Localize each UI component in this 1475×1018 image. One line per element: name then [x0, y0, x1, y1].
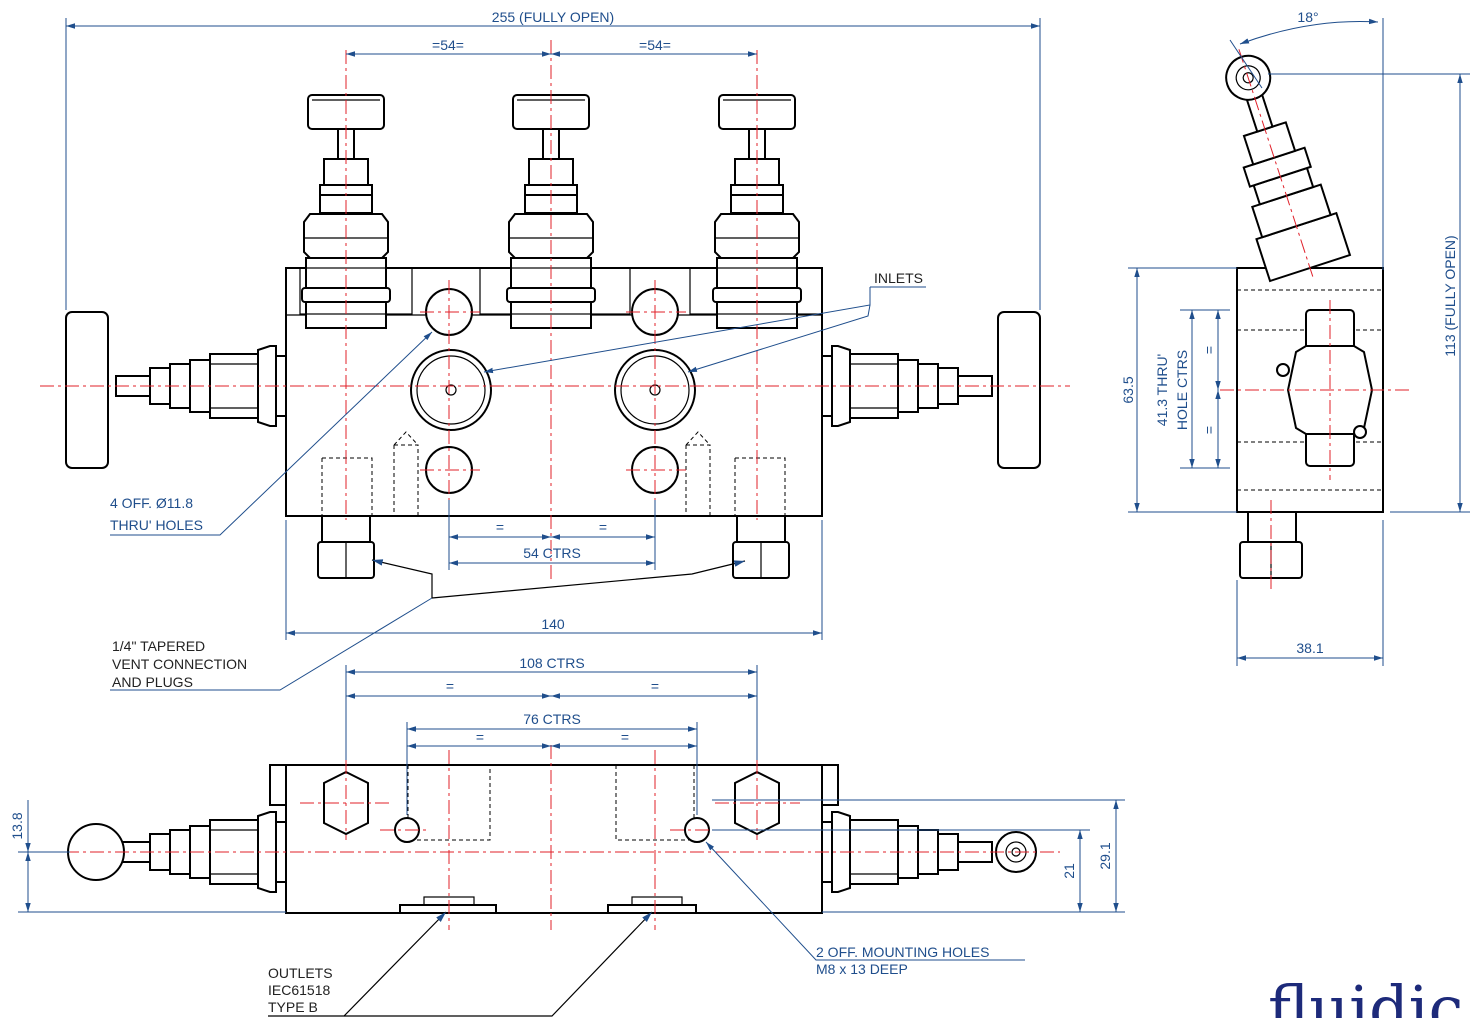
bottom-view: [40, 745, 1060, 930]
front-dimensions: 255 (FULLY OPEN) =54= =54= = = 54 CTRS 1…: [65, 9, 1041, 640]
dim-76-left: =: [476, 729, 484, 745]
dim-side-eq-top: =: [1201, 346, 1217, 354]
dim-38-1: 38.1: [1296, 640, 1323, 656]
note-vent-line2: VENT CONNECTION: [112, 656, 247, 672]
note-vent-line3: AND PLUGS: [112, 674, 193, 690]
side-view: [1220, 49, 1410, 590]
note-holes-line1: 4 OFF. Ø11.8: [110, 495, 193, 511]
dim-108-right: =: [651, 678, 659, 694]
brand-logo: fluidic: [1268, 972, 1463, 1018]
note-outlets-line3: TYPE B: [268, 999, 318, 1015]
dim-76-ctrs: 76 CTRS: [523, 711, 581, 727]
dim-54-ctrs: 54 CTRS: [523, 545, 581, 561]
note-holes-line2: THRU' HOLES: [110, 517, 203, 533]
front-view: [40, 40, 1070, 580]
dim-13-8: 13.8: [9, 812, 25, 839]
dim-side-eq-bottom: =: [1201, 426, 1217, 434]
dim-angle: 18°: [1297, 9, 1318, 25]
note-vent-line1: 1/4" TAPERED: [112, 638, 205, 654]
note-inlets: INLETS: [874, 270, 923, 286]
dim-spacing-right: =54=: [639, 37, 671, 53]
dim-108-left: =: [446, 678, 454, 694]
dim-overall-width: 255 (FULLY OPEN): [492, 9, 614, 25]
note-mount-line1: 2 OFF. MOUNTING HOLES: [816, 944, 989, 960]
dim-63-5: 63.5: [1120, 376, 1136, 403]
dim-body-width: 140: [541, 616, 565, 632]
bottom-body: [285, 764, 823, 914]
bottom-notes: OUTLETS IEC61518 TYPE B 2 OFF. MOUNTING …: [268, 841, 1025, 1017]
dim-half-right: =: [599, 519, 607, 535]
dim-76-right: =: [621, 729, 629, 745]
dim-thru-hole-line1: 41.3 THRU': [1154, 354, 1170, 426]
dim-spacing-left: =54=: [432, 37, 464, 53]
note-outlets-line1: OUTLETS: [268, 965, 333, 981]
dim-thru-hole-line2: HOLE CTRS: [1174, 350, 1190, 430]
dim-29-1: 29.1: [1097, 842, 1113, 869]
front-notes: INLETS 4 OFF. Ø11.8 THRU' HOLES 1/4" TAP…: [110, 270, 926, 691]
side-dimensions: 18° 113 (FULLY OPEN) 63.5 41.3 THRU' HOL…: [1120, 9, 1470, 666]
bottom-dimensions: 108 CTRS = = 76 CTRS = = 13.8 21 29.1: [9, 655, 1125, 913]
dim-113: 113 (FULLY OPEN): [1442, 235, 1458, 356]
dim-21: 21: [1061, 863, 1077, 879]
dim-half-left: =: [496, 519, 504, 535]
note-outlets-line2: IEC61518: [268, 982, 330, 998]
note-mount-line2: M8 x 13 DEEP: [816, 961, 908, 977]
dim-108-ctrs: 108 CTRS: [519, 655, 584, 671]
